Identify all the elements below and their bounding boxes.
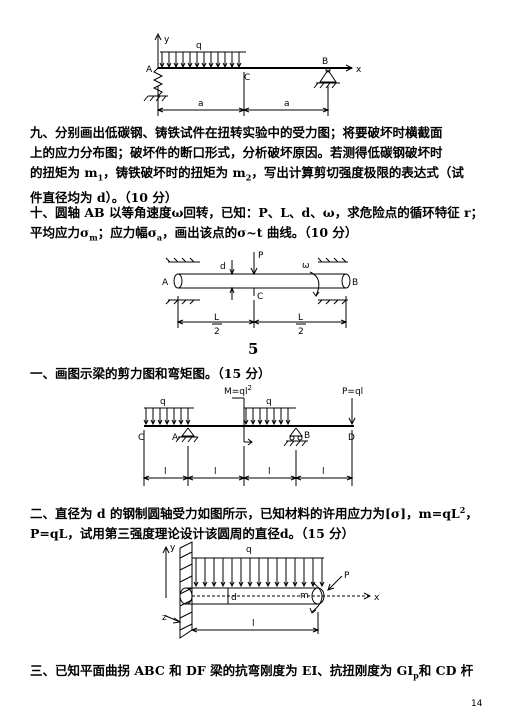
diameter-d-label: d (231, 593, 237, 603)
dim-l-left: L (214, 313, 219, 323)
dim-l-right: L (298, 313, 303, 323)
omega-label: ω (302, 261, 310, 271)
load-arrow-head (256, 581, 262, 588)
question-2-line-1: 二、直径为 d 的钢制圆轴受力如图所示，已知材料的许用应力为[σ]，m=qL2， (30, 505, 478, 522)
load-arrow-head (185, 419, 191, 426)
load-arrow-head (229, 581, 235, 588)
dim-l-4: l (322, 467, 325, 477)
point-a-label: A (162, 278, 169, 288)
load-arrow-head (285, 419, 291, 426)
page-number: 14 (471, 699, 483, 709)
problem-9-line-1: 九、分别画出低碳钢、铸铁试件在扭转实验中的受力图；将要破坏时横截面 (30, 125, 443, 140)
y-axis-label: y (170, 543, 176, 553)
figure-beam-1: y q A C B x a a (143, 32, 362, 116)
point-c-label: C (244, 73, 250, 83)
question-2: 二、直径为 d 的钢制圆轴受力如图所示，已知材料的许用应力为[σ]，m=qL2，… (30, 500, 492, 544)
load-arrow-head (178, 419, 184, 426)
load-arrow-head (202, 581, 208, 588)
force-p-label: P (344, 571, 350, 581)
dim-l-1: l (164, 467, 167, 477)
load-arrow-head (271, 419, 277, 426)
problem-10-line-2: 平均应力σm；应力幅σa，画出该点的σ~t 曲线。（10 分） (30, 225, 358, 243)
section-number: 5 (248, 340, 259, 358)
x-axis-label: x (374, 593, 380, 603)
problem-10: 十、圆轴 AB 以等角速度ω回转，已知：P、L、d、ω，求危险点的循环特征 r；… (30, 203, 492, 248)
problem-10-line-1: 十、圆轴 AB 以等角速度ω回转，已知：P、L、d、ω，求危险点的循环特征 r； (30, 205, 484, 220)
load-arrow-head (164, 419, 170, 426)
problem-9-line-2: 上的应力分布图；破坏件的断口形式，分析破坏原因。若测得低碳钢破坏时 (30, 145, 443, 160)
torque-m-label: m (300, 591, 309, 601)
question-2-line-2: P=qL，试用第三强度理论设计该圆周的直径d。（15 分） (30, 526, 355, 542)
load-arrow-head (222, 62, 228, 69)
load-arrow-head (187, 62, 193, 69)
load-arrow-head (171, 419, 177, 426)
point-b-label: B (304, 431, 310, 441)
figure-cantilever-shaft: y q d m P x z l (162, 541, 380, 639)
diameter-d-label: d (220, 262, 226, 272)
point-b-label: B (352, 278, 358, 288)
load-arrow-head (238, 581, 244, 588)
load-arrow-head (208, 62, 214, 69)
load-arrow-head (301, 581, 307, 588)
length-l-label: l (252, 619, 255, 629)
load-arrow-head (283, 581, 289, 588)
load-q-left-label: q (160, 397, 166, 407)
load-arrow-head (193, 581, 199, 588)
load-arrow-head (236, 62, 242, 69)
z-axis-label: z (162, 613, 167, 623)
point-d-label: D (348, 433, 355, 443)
load-arrow-head (247, 581, 253, 588)
load-arrow-head (250, 419, 256, 426)
load-arrow-head (166, 62, 172, 69)
load-arrow-head (264, 419, 270, 426)
x-axis-label: x (356, 65, 362, 75)
dim-l-3: l (268, 467, 271, 477)
point-a-label: A (146, 65, 153, 75)
force-p-label: P=ql (342, 387, 363, 397)
load-arrow-head (220, 581, 226, 588)
load-arrow-head (173, 62, 179, 69)
load-arrow-head (150, 419, 156, 426)
load-arrow-head (157, 419, 163, 426)
load-q-right-label: q (266, 397, 272, 407)
dim-a-left: a (198, 99, 204, 109)
load-q-label: q (196, 41, 202, 51)
point-c-label: C (257, 292, 263, 302)
question-1: 一、画图示梁的剪力图和弯矩图。（15 分） (30, 366, 271, 381)
question-3: 三、已知平面曲拐 ABC 和 DF 梁的抗弯刚度为 EI、抗扭刚度为 GIp和 … (30, 663, 474, 681)
dim-2-left: 2 (214, 327, 220, 337)
load-arrow-head (180, 62, 186, 69)
load-arrow-head (319, 581, 325, 588)
load-arrow-head (278, 419, 284, 426)
load-arrow-head (257, 419, 263, 426)
figure-rotating-shaft: d P ω A C B L 2 L 2 (162, 251, 358, 337)
load-arrow-head (159, 62, 165, 69)
load-arrow-head (274, 581, 280, 588)
load-arrow-head (243, 419, 249, 426)
figure-beam-shear-moment: M=ql2 P=ql q q C A B D l l l l (138, 384, 363, 486)
problem-9: 九、分别画出低碳钢、铸铁试件在扭转实验中的受力图；将要破坏时横截面 上的应力分布… (30, 123, 492, 208)
moment-m-label: M=ql2 (224, 384, 252, 397)
load-arrow-head (201, 62, 207, 69)
load-arrow-head (265, 581, 271, 588)
point-c-label: C (138, 433, 144, 443)
dim-l-2: l (214, 467, 217, 477)
problem-9-line-3: 的扭矩为 m1，铸铁破坏时的扭矩为 m2，写出计算剪切强度极限的表达式（试 (30, 165, 464, 183)
load-arrow-head (211, 581, 217, 588)
load-arrow-head (194, 62, 200, 69)
y-axis-label: y (164, 35, 170, 45)
force-p-label: P (258, 251, 264, 261)
load-q-label: q (246, 545, 252, 555)
load-arrow-head (215, 62, 221, 69)
dim-a-right: a (284, 99, 290, 109)
dim-2-right: 2 (298, 327, 304, 337)
load-arrow-head (143, 419, 149, 426)
point-a-label: A (172, 433, 179, 443)
problem-9-line-4: 件直径均为 d）。（10 分） (30, 189, 178, 205)
load-arrow-head (292, 581, 298, 588)
point-b-label: B (322, 57, 328, 67)
load-arrow-head (229, 62, 235, 69)
